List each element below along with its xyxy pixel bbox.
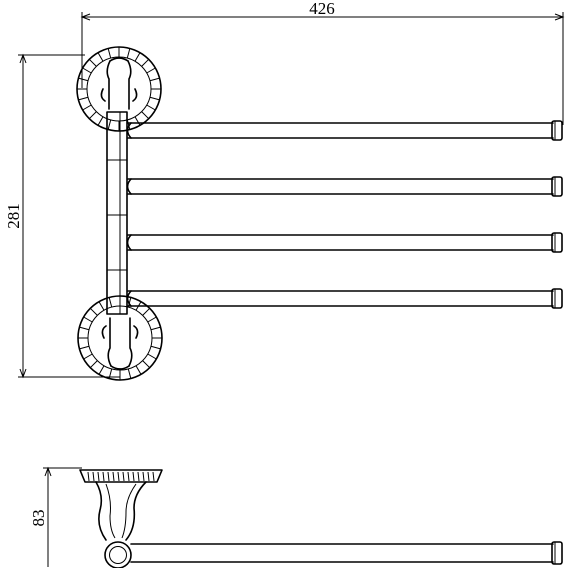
depth-dimension-label: 83 xyxy=(29,510,48,527)
top-wall-flange xyxy=(76,46,162,132)
width-dimension-label: 426 xyxy=(309,0,335,18)
arm-end-cap xyxy=(551,120,563,141)
arm-end-cap xyxy=(551,288,563,309)
side-pivot-knuckle xyxy=(104,541,132,568)
width-dimension: 426 xyxy=(80,0,565,125)
swing-arm xyxy=(126,232,563,253)
front-view: 426 281 xyxy=(4,0,565,381)
depth-dimension: 83 xyxy=(29,466,82,567)
swing-arms xyxy=(126,120,563,309)
side-wall-plate xyxy=(79,469,163,483)
arm-end-cap xyxy=(551,176,563,197)
side-arm xyxy=(130,541,563,565)
side-view: 83 xyxy=(29,466,563,568)
arm-end-cap xyxy=(551,232,563,253)
swing-arm xyxy=(126,120,563,141)
height-dimension-label: 281 xyxy=(4,203,23,229)
swing-arm xyxy=(126,176,563,197)
pivot-post xyxy=(106,111,128,315)
swing-arm xyxy=(126,288,563,309)
side-bracket xyxy=(95,481,147,541)
